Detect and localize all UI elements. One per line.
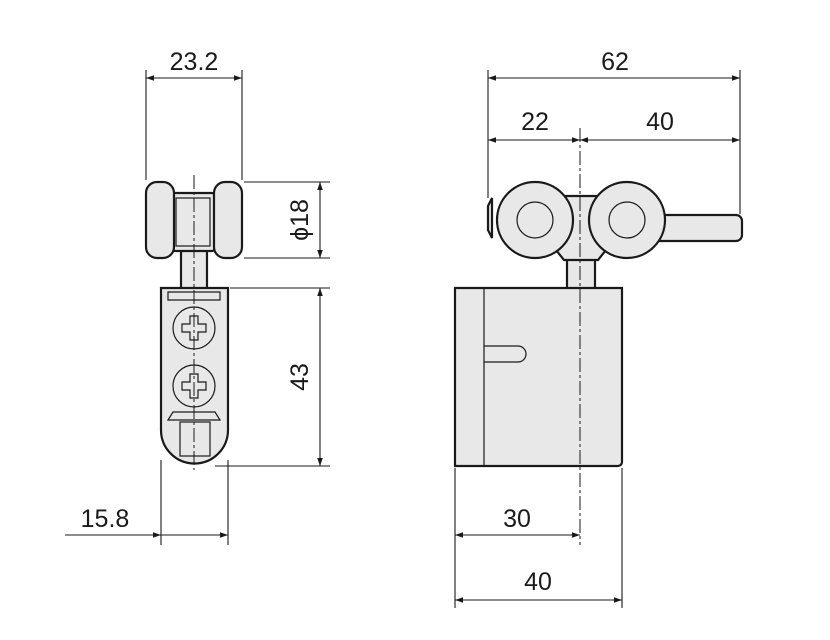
- dimension-label-center-offset: 30: [503, 505, 531, 533]
- stopper-top: [166, 411, 222, 421]
- side-view: 23.2 ϕ18 43 15.8: [65, 48, 330, 545]
- hub-inner: [175, 197, 211, 247]
- dimension-label-right-offset: 40: [646, 108, 674, 136]
- left-wheel-axle: [516, 201, 554, 239]
- dimension-label-width: 23.2: [170, 48, 219, 76]
- plate-lip: [167, 291, 221, 301]
- wheel-edge: [486, 197, 494, 239]
- slot: [483, 288, 527, 466]
- stopper-block: [179, 421, 211, 457]
- front-view: 62 22 40 30 40: [453, 48, 744, 608]
- right-wheel: [587, 180, 667, 260]
- left-wheel: [495, 180, 575, 260]
- mounting-block: [453, 286, 624, 468]
- left-wheel: [144, 180, 176, 260]
- right-wheel-axle: [608, 201, 646, 239]
- dimension-label-left-offset: 22: [521, 108, 549, 136]
- dimension-label-wheel-diameter: ϕ18: [286, 199, 314, 241]
- hub: [168, 191, 218, 253]
- dimension-label-overall-width: 62: [601, 48, 629, 76]
- right-wheel: [212, 180, 244, 260]
- dimension-label-plate-width: 15.8: [81, 505, 130, 533]
- dimension-label-block-width: 40: [524, 568, 552, 596]
- dimension-label-plate-height: 43: [286, 363, 314, 391]
